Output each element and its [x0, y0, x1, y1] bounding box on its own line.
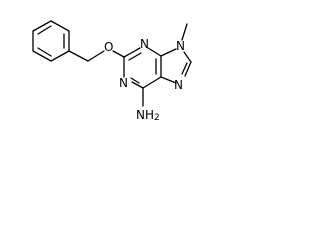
- bond-ch2-o: [87, 50, 105, 62]
- imidazole-ring: [160, 48, 192, 84]
- bond: [32, 20, 52, 32]
- bond-c5-c6: [142, 76, 162, 89]
- pyrimidine-ring: [123, 47, 162, 89]
- bond-n3-c4: [147, 47, 162, 57]
- double-bond-inner: [128, 52, 142, 61]
- bond-n7-c5: [160, 76, 177, 84]
- n1-label: N: [119, 76, 128, 90]
- bond-n9-methyl: [181, 23, 188, 41]
- ether-oxygen-label: O: [104, 40, 113, 54]
- bond-c2-n3: [123, 47, 141, 58]
- bond-c8-n7: [184, 61, 192, 77]
- double-bond-inner: [37, 47, 52, 57]
- bond: [50, 20, 70, 32]
- bond-ring-ch2: [68, 50, 89, 62]
- bond-n9-c8: [183, 51, 192, 63]
- bond-c6-n1: [131, 81, 144, 89]
- amine-label: NH2: [136, 108, 160, 123]
- double-bond-inner: [181, 62, 188, 75]
- double-bond-inner: [130, 77, 140, 84]
- n7-label: N: [174, 78, 183, 92]
- bond: [32, 50, 52, 62]
- bond: [50, 50, 70, 62]
- n9-label: N: [176, 39, 185, 53]
- benzene-ring: [32, 20, 70, 62]
- amine-subscript: 2: [154, 113, 160, 123]
- n3-label: N: [140, 37, 149, 51]
- chemical-structure: O N N N N NH2: [32, 20, 192, 123]
- amine-nh-text: NH: [136, 108, 154, 122]
- double-bond-inner: [37, 25, 52, 35]
- bond-c4-n9: [160, 48, 177, 57]
- bond-o-c2: [112, 50, 125, 58]
